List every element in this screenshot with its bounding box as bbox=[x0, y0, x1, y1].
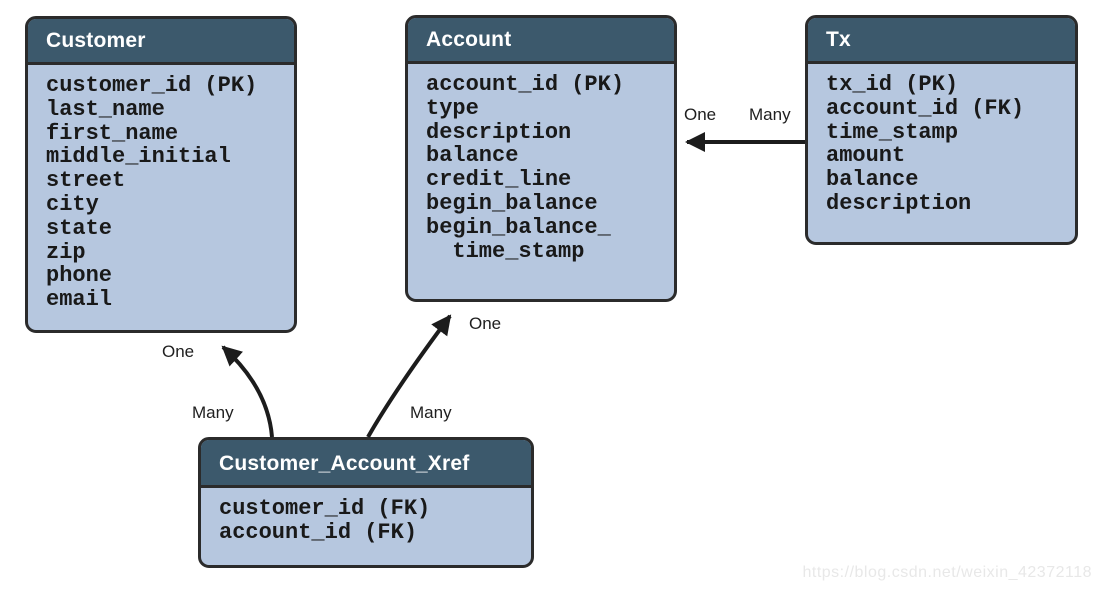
field-row: balance bbox=[426, 143, 519, 169]
table-customer-account-xref: Customer_Account_Xref customer_id (FK)ac… bbox=[198, 437, 534, 568]
field-row: time_stamp bbox=[426, 238, 585, 264]
field-row: account_id (FK) bbox=[219, 519, 418, 545]
cardinality-one-customer-side: One bbox=[162, 342, 195, 361]
field-row: zip bbox=[46, 239, 86, 265]
cardinality-many-tx-side: Many bbox=[749, 105, 791, 124]
arrow-xref-to-customer bbox=[221, 345, 274, 438]
field-row: middle_initial bbox=[46, 144, 231, 170]
field-row: street bbox=[46, 168, 126, 194]
field-row: description bbox=[426, 119, 572, 145]
cardinality-one-account-side: One bbox=[684, 105, 717, 124]
field-row: email bbox=[46, 287, 113, 313]
table-account-title: Account bbox=[408, 18, 674, 64]
field-row: city bbox=[46, 191, 99, 217]
field-row: begin_balance_ bbox=[426, 214, 611, 240]
table-customer-account-xref-fields: customer_id (FK)account_id (FK) bbox=[201, 488, 531, 551]
field-row: time_stamp bbox=[826, 119, 959, 145]
table-customer-account-xref-title: Customer_Account_Xref bbox=[201, 440, 531, 488]
field-row: amount bbox=[826, 143, 906, 169]
table-customer-title: Customer bbox=[28, 19, 294, 65]
field-row: type bbox=[426, 95, 479, 121]
cardinality-many-xref-customer-side: Many bbox=[192, 403, 234, 422]
field-row: credit_line bbox=[426, 167, 572, 193]
field-row: account_id (PK) bbox=[426, 72, 625, 97]
field-row: balance bbox=[826, 167, 919, 193]
field-row: account_id (FK) bbox=[826, 95, 1025, 121]
field-row: first_name bbox=[46, 120, 179, 146]
cardinality-many-xref-account-side: Many bbox=[410, 403, 452, 422]
cardinality-one-account-bottom-side: One bbox=[469, 314, 502, 333]
field-row: tx_id (PK) bbox=[826, 72, 959, 97]
field-row: last_name bbox=[46, 96, 165, 122]
field-row: phone bbox=[46, 263, 113, 289]
field-row: begin_balance bbox=[426, 190, 598, 216]
field-row: customer_id (PK) bbox=[46, 73, 258, 98]
field-row: state bbox=[46, 215, 113, 241]
watermark-url: https://blog.csdn.net/weixin_42372118 bbox=[802, 564, 1092, 581]
table-tx-title: Tx bbox=[808, 18, 1075, 64]
field-row: customer_id (FK) bbox=[219, 496, 431, 521]
field-row: description bbox=[826, 190, 972, 216]
